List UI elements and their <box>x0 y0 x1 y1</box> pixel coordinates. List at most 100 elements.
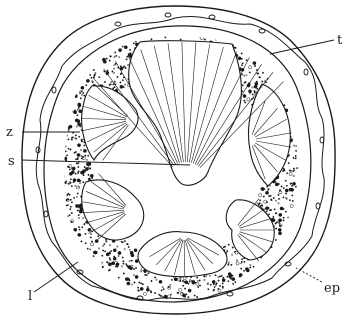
stipple-dot <box>279 213 282 216</box>
stipple-dot <box>180 279 181 280</box>
stipple-dot <box>283 208 284 209</box>
stipple-dot <box>77 210 78 211</box>
stipple-dot <box>257 88 258 89</box>
stipple-dot <box>292 200 293 201</box>
stipple-dot <box>135 275 138 278</box>
stipple-dot <box>113 249 116 252</box>
stipple-dot <box>140 287 143 290</box>
stipple-dot <box>278 198 279 199</box>
stipple-dot <box>63 185 64 186</box>
stipple-dot <box>261 205 262 206</box>
stipple-dot <box>135 260 138 263</box>
stipple-dot <box>278 228 281 231</box>
stipple-dot <box>102 58 105 61</box>
stipple-dot <box>283 217 284 218</box>
stipple-dot <box>68 128 69 129</box>
stipple-dot <box>70 199 71 200</box>
stipple-dot <box>204 279 205 280</box>
stipple-dot <box>188 289 191 292</box>
stipple-dot <box>106 58 107 59</box>
stipple-dot <box>259 200 260 201</box>
stipple-dot <box>63 197 64 198</box>
label-l: l <box>28 289 32 304</box>
stipple-dot <box>75 138 76 139</box>
stipple-dot <box>244 100 245 101</box>
stipple-dot <box>231 254 232 255</box>
stipple-dot <box>243 270 244 271</box>
stipple-dot <box>231 264 232 265</box>
stipple-dot <box>145 274 146 275</box>
stipple-dot <box>102 255 103 256</box>
stipple-dot <box>154 277 155 278</box>
stipple-dot <box>120 82 121 83</box>
stipple-dot <box>67 199 68 200</box>
stipple-dot <box>272 218 273 219</box>
stipple-dot <box>253 62 256 65</box>
stipple-dot <box>266 192 267 193</box>
stipple-dot <box>115 266 116 267</box>
stipple-dot <box>254 92 255 93</box>
stipple-dot <box>75 173 76 174</box>
stipple-dot <box>124 240 125 241</box>
lobe-left-lower <box>82 180 144 240</box>
stipple-dot <box>198 33 199 34</box>
stipple-dot <box>70 206 71 207</box>
stipple-dot <box>105 239 106 240</box>
stipple-dot <box>140 271 141 272</box>
stipple-dot <box>238 57 241 60</box>
stipple-dot <box>60 133 63 136</box>
stipple-dot <box>278 194 279 195</box>
stipple-dot <box>200 37 203 40</box>
stipple-dot <box>89 249 90 250</box>
stipple-dot <box>77 115 78 116</box>
stipple-dot <box>253 266 254 267</box>
stipple-dot <box>111 262 114 265</box>
stipple-dot <box>111 81 112 82</box>
stipple-dot <box>180 39 181 40</box>
stipple-dot <box>88 228 91 231</box>
stipple-dot <box>68 193 69 194</box>
stipple-dot <box>77 163 78 164</box>
stipple-dot <box>140 283 141 284</box>
stipple-dot <box>114 56 115 57</box>
stipple-dot <box>135 41 136 42</box>
stipple-dot <box>289 200 290 201</box>
stipple-dot <box>199 280 200 281</box>
stipple-dot <box>75 119 78 122</box>
stipple-dot <box>210 284 211 285</box>
stipple-dot <box>90 233 91 234</box>
stipple-dot <box>154 292 155 293</box>
stipple-dot <box>76 196 77 197</box>
stipple-dot <box>199 285 200 286</box>
leader-t <box>270 40 334 54</box>
stipple-dot <box>295 158 296 159</box>
stipple-dot <box>84 145 85 146</box>
stipple-dot <box>232 247 233 248</box>
stipple-dot <box>109 84 110 85</box>
stipple-dot <box>74 95 77 98</box>
stipple-dot <box>215 39 216 40</box>
stipple-dot <box>196 282 199 285</box>
stipple-dot <box>59 158 60 159</box>
stipple-dot <box>93 77 94 78</box>
stipple-dot <box>252 87 253 88</box>
stipple-dot <box>77 172 78 173</box>
stipple-dot <box>75 159 76 160</box>
stipple-dot <box>120 85 123 88</box>
stipple-dot <box>123 261 124 262</box>
stipple-dot <box>113 88 114 89</box>
stipple-dot <box>62 127 63 128</box>
stipple-dot <box>60 178 63 181</box>
stipple-dot <box>227 250 228 251</box>
stipple-dot <box>195 32 196 33</box>
stipple-dot <box>81 139 82 140</box>
stipple-dot <box>280 226 281 227</box>
stipple-dot <box>59 183 60 184</box>
stipple-dot <box>88 166 89 167</box>
stipple-dot <box>221 275 222 276</box>
stipple-dot <box>197 286 198 287</box>
stipple-dot <box>275 223 276 224</box>
stipple-dot <box>109 253 110 254</box>
stipple-dot <box>129 267 132 270</box>
stipple-dot <box>283 188 284 189</box>
